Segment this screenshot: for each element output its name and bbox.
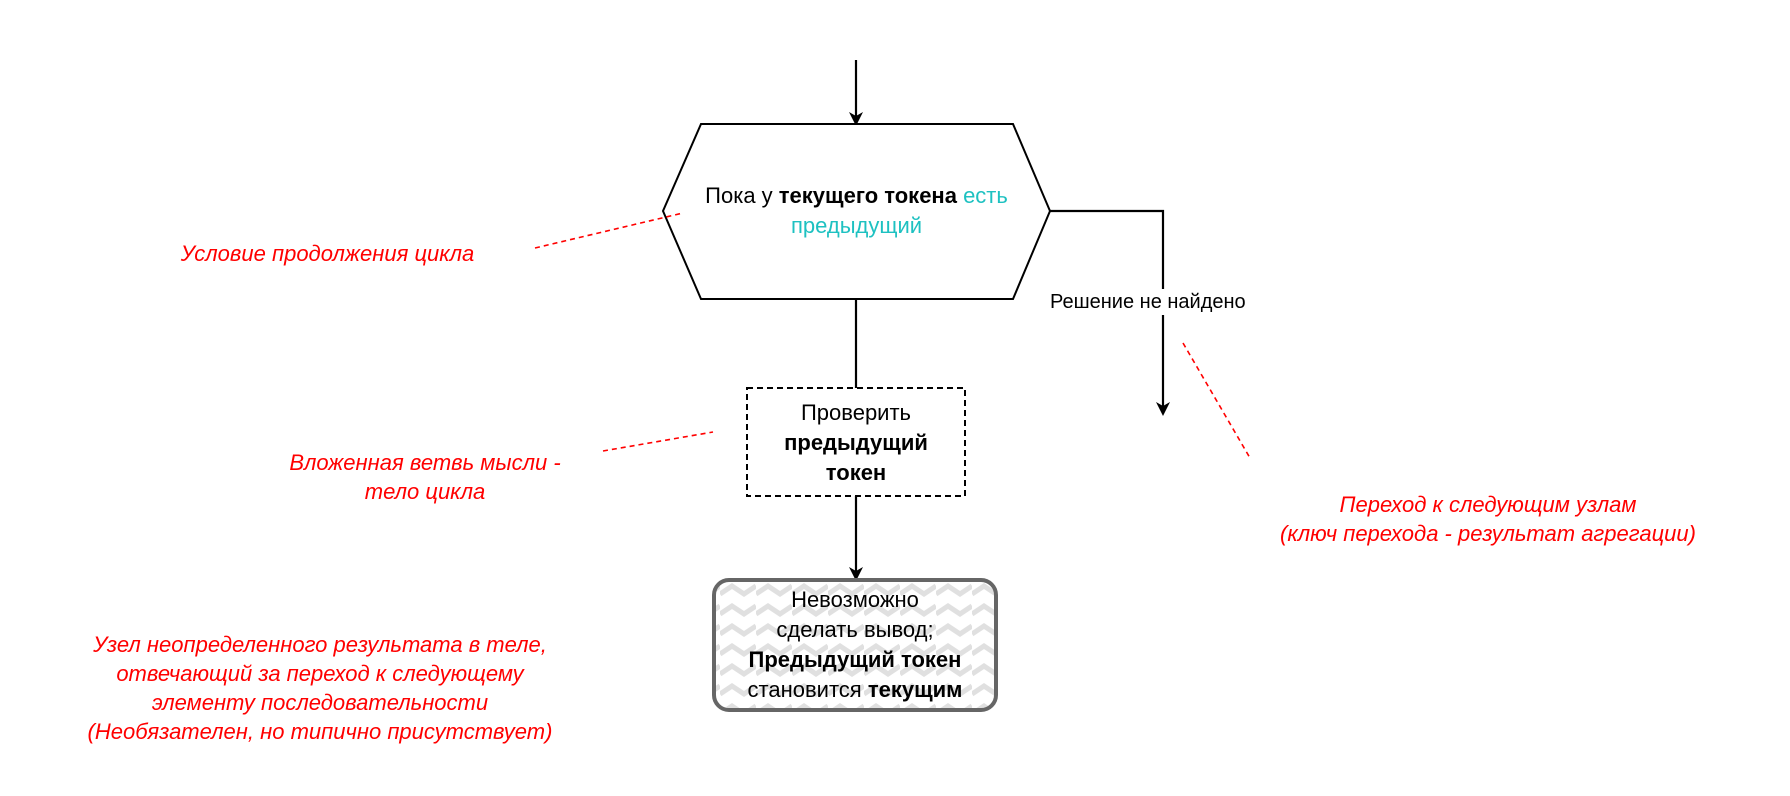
undefined-result-box[interactable] <box>712 578 998 712</box>
annotation-undefined-node-line4: (Необязателен, но типично присутствует) <box>87 719 553 744</box>
loop-condition-text: Пока у текущего токена есть предыдущий <box>663 178 1050 244</box>
loop-condition-line1: Пока у текущего токена есть <box>705 181 1008 211</box>
loop-condition-teal2: предыдущий <box>790 213 923 238</box>
loop-condition-teal1: есть <box>956 183 1008 208</box>
annotation-undefined-node-line1: Узел неопределенного результата в теле, <box>93 632 547 657</box>
loop-condition-bold: текущего токена <box>778 183 957 208</box>
annotation-undefined-node: Узел неопределенного результата в теле, … <box>40 630 600 746</box>
annotation-nested-branch: Вложенная ветвь мысли - тело цикла <box>255 448 595 506</box>
leader-nested-branch <box>602 431 714 452</box>
not-found-edge <box>1050 209 1170 416</box>
undefined-result-text: Невозможно сделать вывод; Предыдущий ток… <box>714 582 996 708</box>
annotation-undefined-node-line3: элементу последовательности <box>151 690 489 715</box>
annotation-loop-condition: Условие продолжения цикла <box>180 241 475 266</box>
annotation-nested-branch-line2: тело цикла <box>364 479 486 504</box>
undefined-result-line3-bold: Предыдущий токен <box>748 647 962 672</box>
check-node-line2: предыдущий <box>784 428 928 458</box>
check-node-line2-bold: предыдущий <box>784 430 928 455</box>
leader-next-nodes <box>1182 342 1251 459</box>
undefined-result-line4-prefix: становится <box>747 677 868 702</box>
annotation-next-nodes-line1: Переход к следующим узлам <box>1339 492 1637 517</box>
undefined-result-line2: сделать вывод; <box>776 617 934 642</box>
check-node-line1: Проверить <box>800 400 912 425</box>
annotation-next-nodes-line2: (ключ перехода - результат агрегации) <box>1280 521 1696 546</box>
loop-condition-prefix: Пока у <box>705 183 779 208</box>
undefined-result-line4: становится текущим <box>748 675 963 705</box>
check-node-line3: токен <box>826 458 886 488</box>
undefined-result-line4-bold: текущим <box>867 677 963 702</box>
not-found-edge-label: Решение не найдено <box>1048 289 1248 315</box>
check-node-box[interactable] <box>746 387 966 497</box>
undefined-result-line1: Невозможно <box>791 587 919 612</box>
leader-loop-condition <box>534 212 684 249</box>
check-node-line3-bold: токен <box>825 460 887 485</box>
check-node-text: Проверить предыдущий токен <box>747 390 965 496</box>
annotation-undefined-node-line2: отвечающий за переход к следующему <box>116 661 524 686</box>
undefined-result-line3: Предыдущий токен <box>749 645 962 675</box>
annotation-nested-branch-line1: Вложенная ветвь мысли - <box>289 450 561 475</box>
loop-condition-hexagon[interactable] <box>661 123 1052 300</box>
annotation-next-nodes: Переход к следующим узлам (ключ перехода… <box>1228 490 1748 548</box>
